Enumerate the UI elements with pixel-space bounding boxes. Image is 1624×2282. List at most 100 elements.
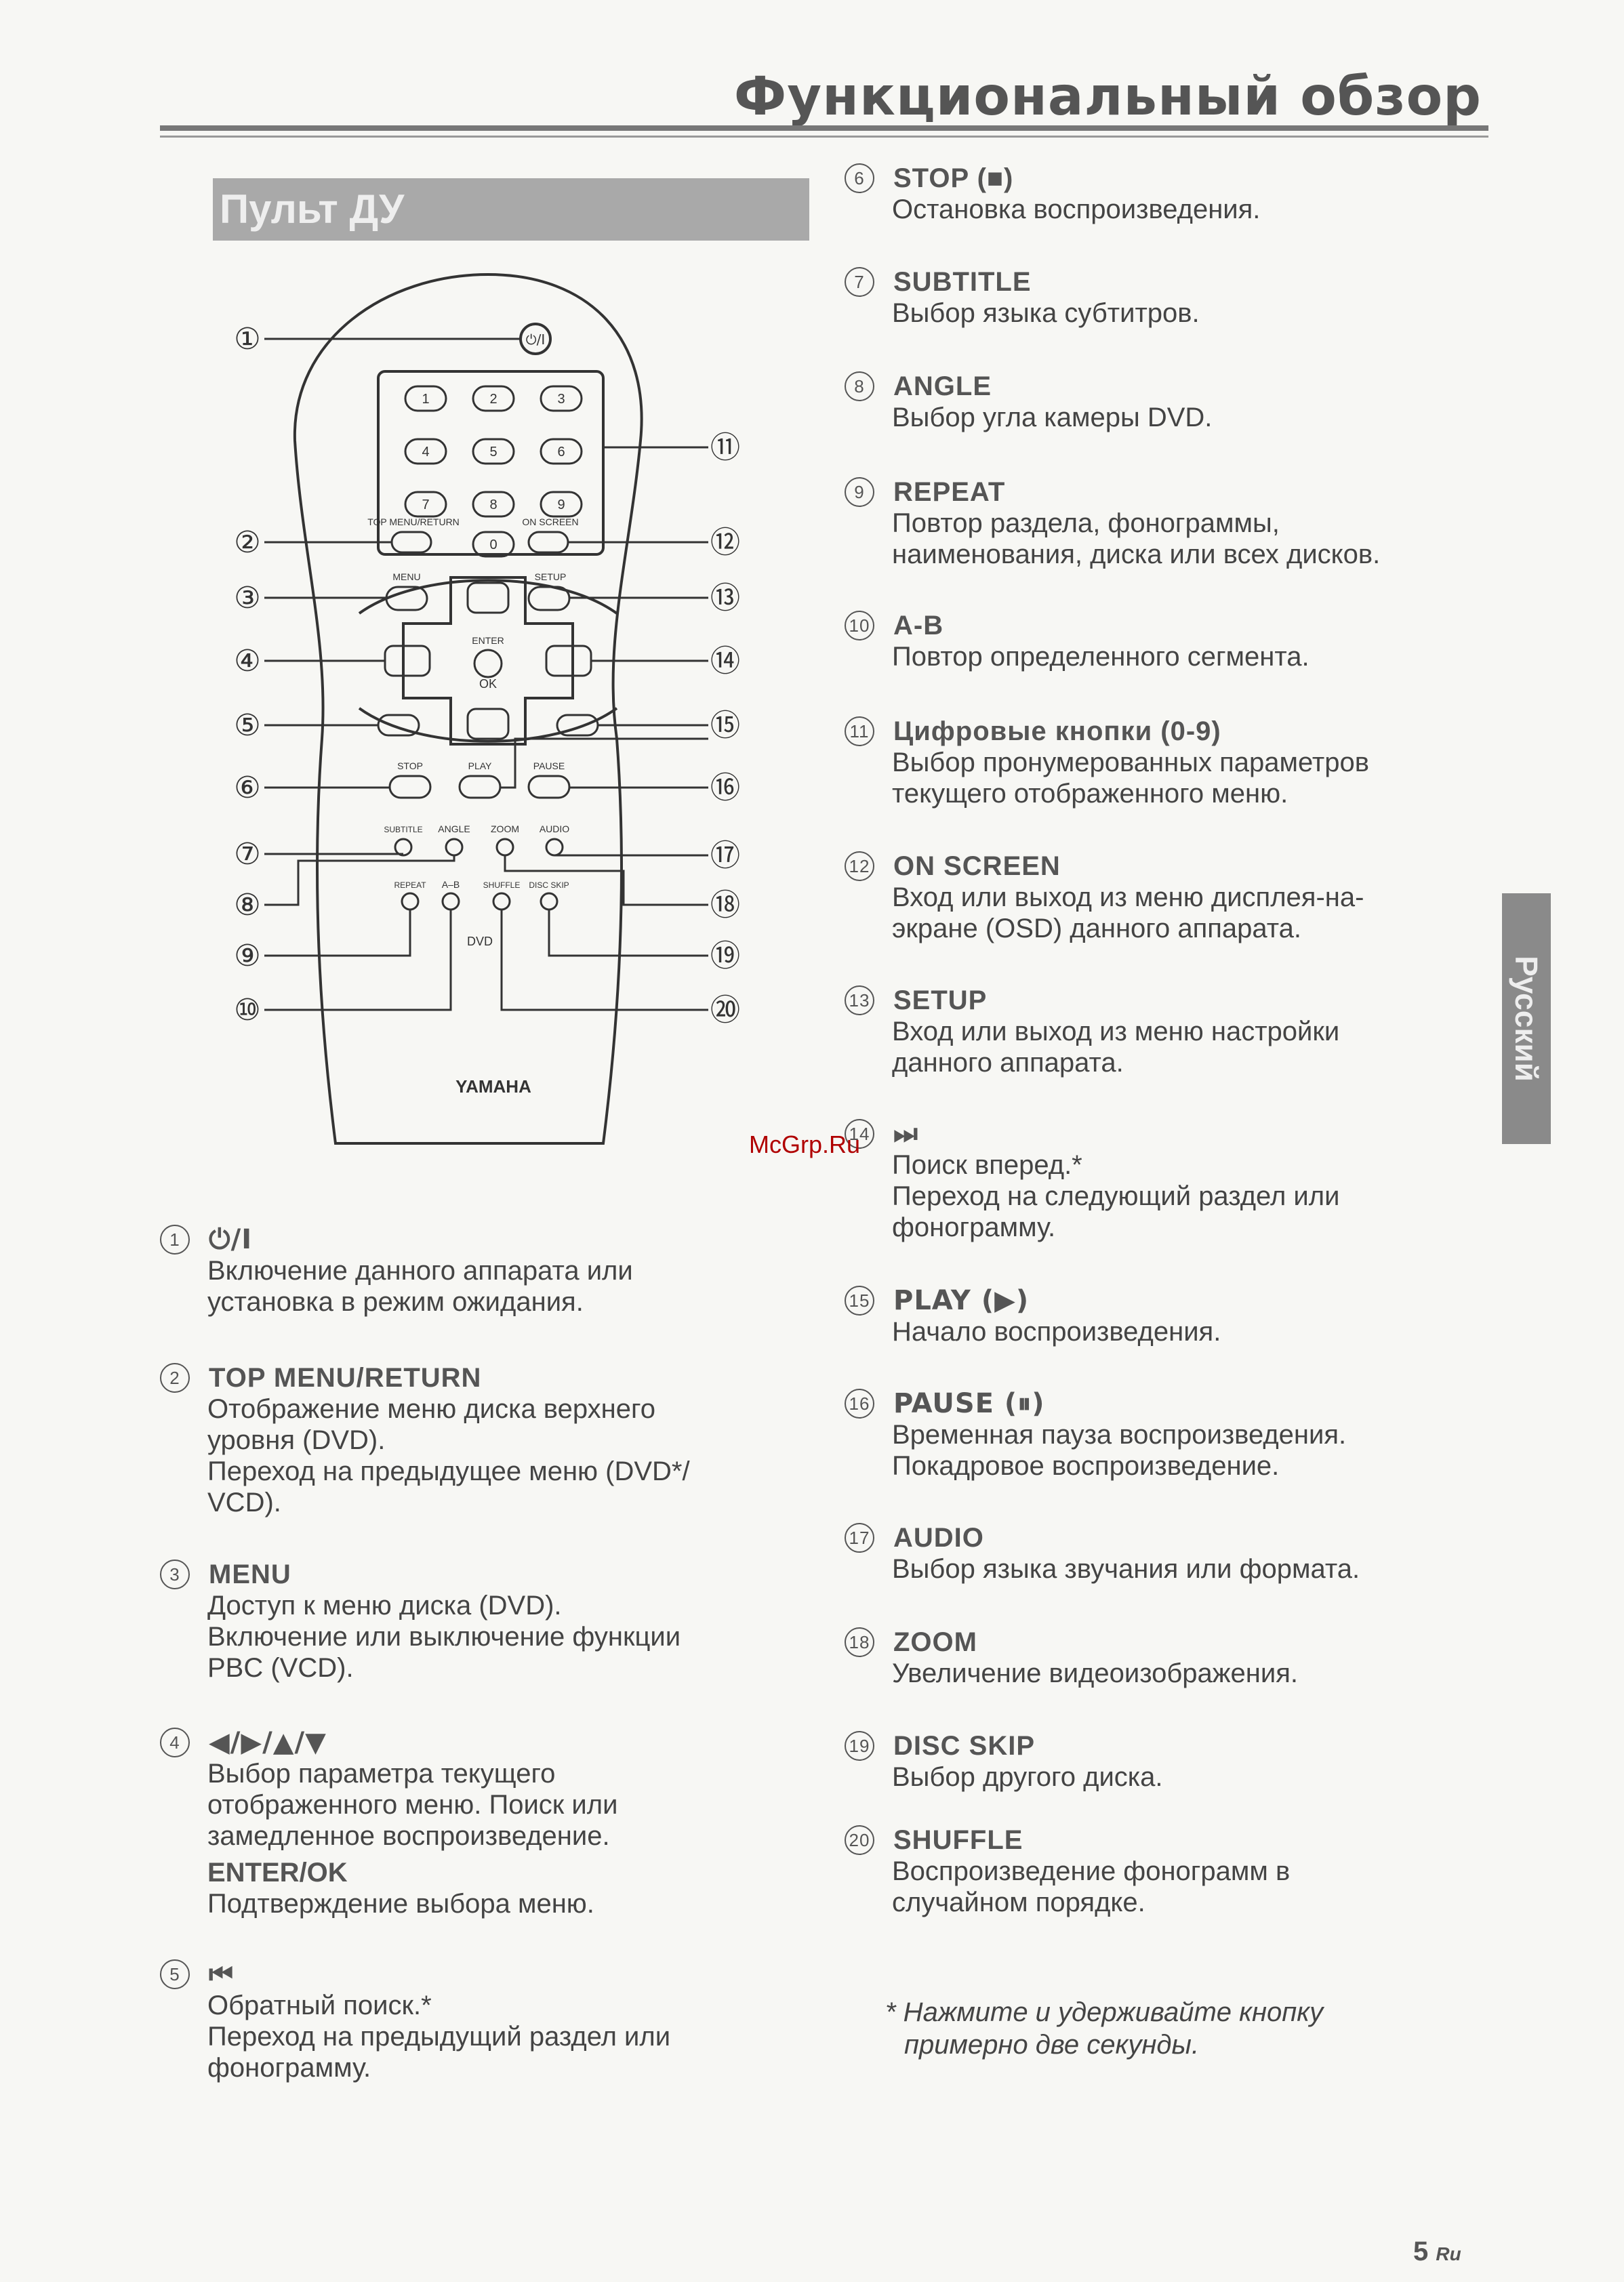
item-line: Выбор языка звучания или формата. <box>892 1554 1360 1584</box>
item-line: уровня (DVD). <box>207 1425 386 1455</box>
callout-12: ⑫ <box>710 525 740 560</box>
remote-control-illustration: ⏻/I 1 2 3 4 5 6 7 8 9 0 TOP MENU/RETURN … <box>234 272 740 1145</box>
digit-button-7[interactable]: 7 <box>404 491 447 518</box>
item-line: Подтверждение выбора меню. <box>207 1889 594 1919</box>
on-screen-button[interactable] <box>527 531 569 554</box>
item-line: Остановка воспроизведения. <box>892 195 1261 224</box>
item-heading: PLAY (▶) <box>893 1285 1030 1316</box>
digit-button-1[interactable]: 1 <box>404 385 447 412</box>
item-line: Переход на предыдущий раздел или <box>207 2022 671 2052</box>
item-line: VCD). <box>207 1488 281 1517</box>
page-title: Функциональный обзор <box>733 66 1482 127</box>
audio-button[interactable] <box>545 838 564 857</box>
side-tab-label: Русский <box>1509 956 1544 1082</box>
nav-cross <box>402 576 574 746</box>
item-number: 14 <box>845 1119 874 1149</box>
pause-button[interactable] <box>527 775 571 799</box>
item-heading: SHUFFLE <box>893 1825 1023 1855</box>
callout-18: ⑱ <box>710 888 740 922</box>
ab-label: A–B <box>442 879 460 890</box>
play-label: PLAY <box>468 760 492 771</box>
zoom-button[interactable] <box>495 838 514 857</box>
down-button[interactable] <box>466 708 510 740</box>
item-number: 3 <box>160 1560 190 1589</box>
callout-6: ⑥ <box>234 771 260 805</box>
item-line: Увеличение видеоизображения. <box>892 1658 1298 1688</box>
digit-button-5[interactable]: 5 <box>472 438 515 465</box>
ok-label: OK <box>479 677 497 691</box>
disc-skip-button[interactable] <box>540 892 559 911</box>
digit-button-6[interactable]: 6 <box>540 438 583 465</box>
digit-button-2[interactable]: 2 <box>472 385 515 412</box>
svg-text:6: 6 <box>557 445 565 460</box>
right-button[interactable] <box>545 645 592 677</box>
item-heading: A-B <box>893 611 944 640</box>
power-label: ⏻/I <box>526 331 545 348</box>
item-line: фонограмму. <box>892 1213 1056 1242</box>
callout-1: ① <box>234 322 260 356</box>
enter-ok-button[interactable] <box>473 649 503 678</box>
item-number: 10 <box>845 611 874 640</box>
item-line: Временная пауза воспроизведения. <box>892 1420 1347 1450</box>
item-number: 17 <box>845 1523 874 1553</box>
item-line: Повтор определенного сегмента. <box>892 642 1310 672</box>
dvd-label: DVD <box>467 935 493 948</box>
item-heading: PAUSE (⏸) <box>893 1388 1045 1419</box>
subtitle-button[interactable] <box>394 838 413 857</box>
nav-ring <box>358 579 618 743</box>
item-heading: ANGLE <box>893 371 992 401</box>
item-line: экране (OSD) данного аппарата. <box>892 914 1302 943</box>
angle-button[interactable] <box>445 838 464 857</box>
item-number: 13 <box>845 985 874 1015</box>
item-number: 12 <box>845 851 874 881</box>
item-number: 1 <box>160 1225 190 1255</box>
left-button[interactable] <box>384 645 431 677</box>
callout-16: ⑯ <box>710 771 740 805</box>
audio-label: AUDIO <box>540 823 569 834</box>
callout-13: ⑬ <box>710 581 740 615</box>
stop-button[interactable] <box>388 775 432 799</box>
item-number: 19 <box>845 1731 874 1761</box>
item-subheading: ENTER/OK <box>207 1858 348 1888</box>
ab-button[interactable] <box>441 892 460 911</box>
item-line: Обратный поиск.* <box>207 1991 432 2020</box>
item-line: Переход на следующий раздел или <box>892 1181 1340 1211</box>
item-line: данного аппарата. <box>892 1048 1124 1078</box>
on-screen-label: ON SCREEN <box>522 516 578 527</box>
item-heading: REPEAT <box>893 477 1006 507</box>
repeat-button[interactable] <box>401 892 420 911</box>
top-menu-label: TOP MENU/RETURN <box>367 516 460 527</box>
item-number: 6 <box>845 163 874 193</box>
svg-text:7: 7 <box>422 497 429 512</box>
item-line: Начало воспроизведения. <box>892 1317 1221 1347</box>
svg-text:1: 1 <box>422 392 429 407</box>
menu-label: MENU <box>392 571 420 582</box>
digit-button-0[interactable]: 0 <box>472 531 515 558</box>
shuffle-button[interactable] <box>492 892 511 911</box>
play-button[interactable] <box>458 775 502 799</box>
page-number: 5 Ru <box>1413 2237 1461 2267</box>
up-button[interactable] <box>466 582 510 614</box>
item-line: Включение или выключение функции <box>207 1622 681 1652</box>
digit-button-8[interactable]: 8 <box>472 491 515 518</box>
item-number: 8 <box>845 371 874 401</box>
power-button[interactable]: ⏻/I <box>519 323 552 355</box>
item-1: 1⏻/I Включение данного аппарата или уста… <box>160 1224 770 1318</box>
item-line: Включение данного аппарата или <box>207 1256 633 1286</box>
angle-label: ANGLE <box>438 823 470 834</box>
language-side-tab: Русский <box>1502 893 1551 1144</box>
digit-button-9[interactable]: 9 <box>540 491 583 518</box>
digit-button-4[interactable]: 4 <box>404 438 447 465</box>
item-line: Выбор другого диска. <box>892 1762 1163 1792</box>
item-14: 14⏭ Поиск вперед.* Переход на следующий … <box>845 1118 1488 1243</box>
digit-button-3[interactable]: 3 <box>540 385 583 412</box>
item-heading: DISC SKIP <box>893 1731 1036 1761</box>
item-heading: ⏮ <box>209 1959 234 1990</box>
watermark: McGrp.Ru <box>749 1130 861 1158</box>
top-menu-button[interactable] <box>390 531 432 554</box>
callout-14: ⑭ <box>710 644 740 678</box>
item-line: Выбор пронумерованных параметров <box>892 748 1369 777</box>
